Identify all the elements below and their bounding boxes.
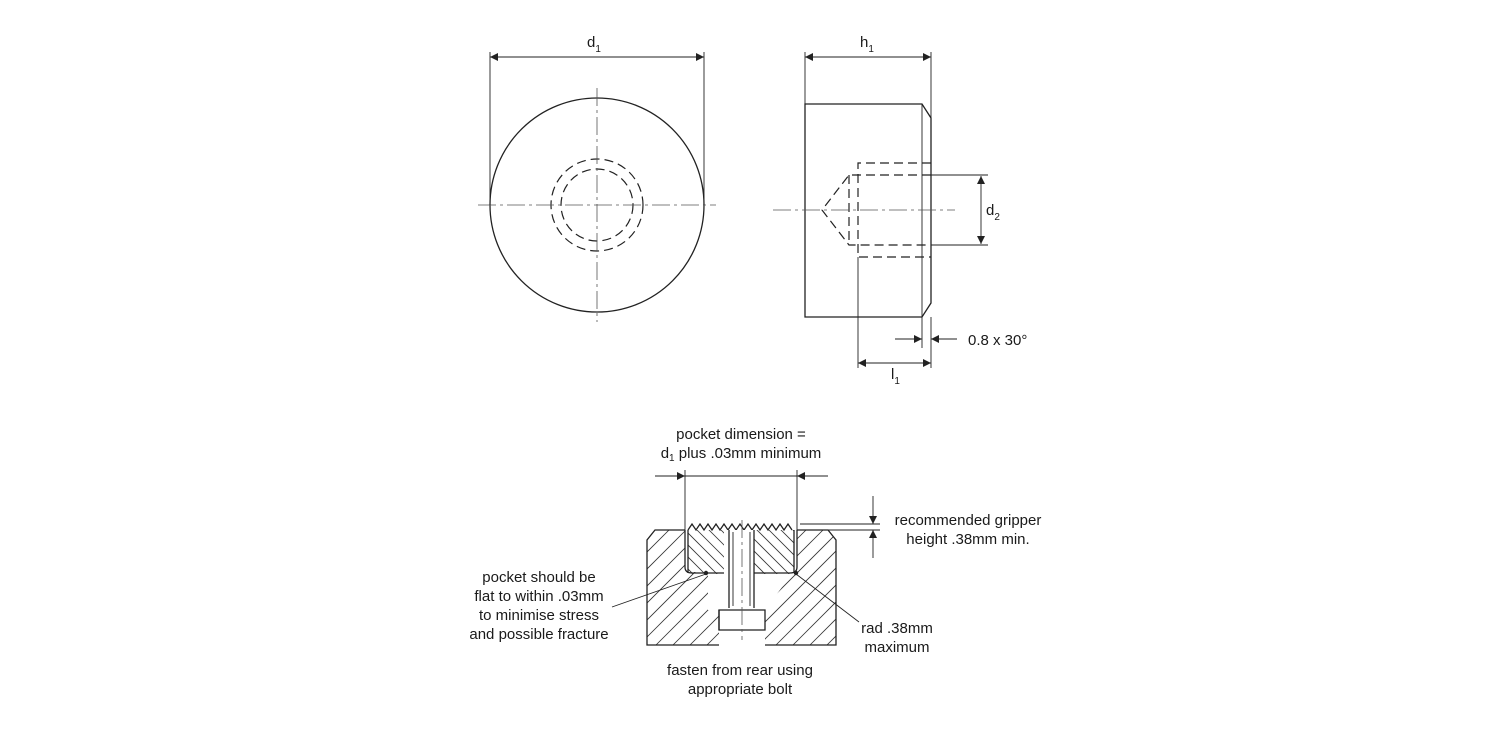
hatch-line	[667, 530, 719, 645]
pocket-dimension-line2: d1 plus .03mm minimum	[660, 445, 822, 464]
section-view	[611, 470, 889, 650]
fasten-note: fasten from rear using appropriate bolt	[652, 661, 828, 699]
front-view	[478, 52, 716, 322]
fasten-line2: appropriate bolt	[687, 681, 793, 698]
hatch-line	[768, 530, 794, 556]
dimension-h1-label: h1	[860, 34, 874, 55]
hatch-line	[765, 530, 836, 645]
dimension-d2-label: d2	[986, 202, 1000, 223]
pocket-flat-line4: and possible fracture	[469, 626, 609, 643]
gripper-teeth	[687, 522, 793, 532]
side-view	[773, 52, 988, 368]
hatch-line	[647, 530, 692, 645]
hatch-line	[647, 530, 719, 645]
dimension-d1-label: d1	[587, 34, 601, 55]
radius-line2: maximum	[864, 639, 930, 656]
hatch-line	[770, 530, 836, 645]
pocket-flat-note: pocket should be flat to within .03mm to…	[458, 568, 620, 644]
hatch-line	[632, 525, 685, 578]
hatch-line	[765, 530, 836, 645]
hatch-line	[780, 530, 794, 544]
hatch-line	[804, 530, 836, 645]
hatch-line	[836, 525, 889, 578]
hatch-line	[647, 530, 719, 645]
hatch-line	[684, 530, 719, 645]
hatch-line	[765, 530, 836, 645]
hatch-line	[688, 544, 718, 574]
hatch-line	[647, 530, 675, 645]
chamfer-label: 0.8 x 30°	[968, 332, 1027, 349]
gripper-height-line2: height .38mm min.	[906, 531, 1030, 548]
pocket-flat-line1: pocket should be	[482, 569, 596, 586]
gripper-height-note: recommended gripper height .38mm min.	[884, 511, 1052, 549]
hatch-line	[736, 525, 861, 650]
hatch-line	[701, 530, 719, 645]
pocket-flat-line2: flat to within .03mm	[474, 588, 604, 605]
hatch-line	[688, 556, 706, 574]
gripper-height-line1: recommended gripper	[894, 512, 1042, 529]
fasten-line1: fasten from rear using	[667, 662, 813, 679]
dimension-l1-label: l1	[891, 366, 900, 387]
pocket-flat-line3: to minimise stress	[478, 607, 600, 624]
hatch-line	[824, 525, 877, 578]
hatch-line	[800, 525, 853, 578]
hatch-line	[787, 530, 836, 645]
hatch-line	[765, 530, 829, 645]
radius-note: rad .38mm maximum	[846, 619, 948, 657]
hatch-line	[650, 530, 719, 645]
radius-line1: rad .38mm	[861, 620, 933, 637]
pocket-dimension-line1: pocket dimension =	[676, 426, 806, 443]
hatch-line	[756, 530, 794, 568]
pocket-dimension-note: pocket dimension = d1 plus .03mm minimum	[636, 425, 846, 465]
